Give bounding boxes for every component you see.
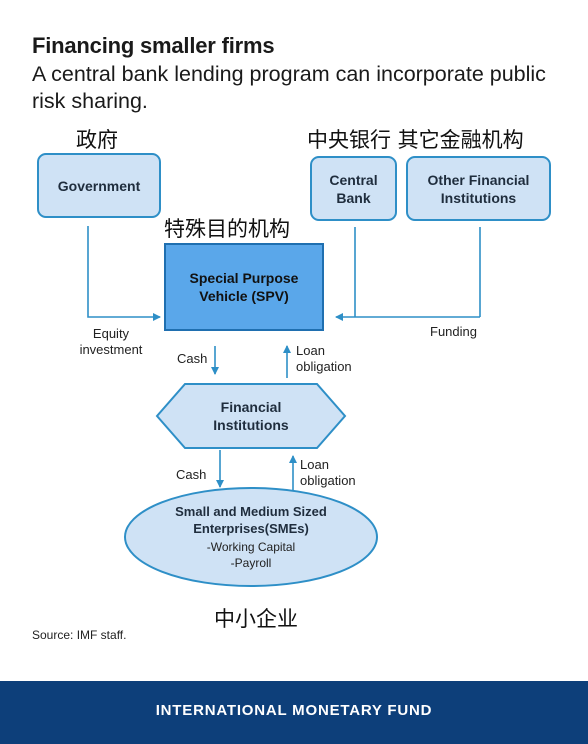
cn-label-spv: 特殊目的机构 <box>164 217 290 241</box>
loan-obligation-label-2: Loan obligation <box>300 457 356 488</box>
government-label: Government <box>57 177 141 194</box>
spv-label: Special Purpose Vehicle (SPV) <box>189 270 299 304</box>
government-node: Government <box>37 153 161 218</box>
other-financial-node: Other Financial Institutions <box>406 156 551 221</box>
footer-bar: INTERNATIONAL MONETARY FUND <box>0 681 588 744</box>
spv-node: Special Purpose Vehicle (SPV) <box>164 243 324 331</box>
cn-label-government: 政府 <box>76 128 118 152</box>
equity-arrow <box>87 226 161 321</box>
cn-label-smes: 中小企业 <box>214 607 298 631</box>
smes-node: Small and Medium Sized Enterprises(SMEs)… <box>140 503 362 571</box>
other-financial-label: Other Financial Institutions <box>427 171 530 206</box>
smes-item-working-capital: -Working Capital <box>206 540 296 554</box>
footer-brand: INTERNATIONAL MONETARY FUND <box>155 701 433 719</box>
smes-ellipse <box>124 487 378 587</box>
source-note: Source: IMF staff. <box>32 628 127 642</box>
central-bank-label: Central Bank <box>329 171 378 206</box>
cash-label-1: Cash <box>177 351 208 366</box>
central-bank-node: Central Bank <box>310 156 397 221</box>
equity-investment-label: Equity investment <box>79 326 143 357</box>
financial-institutions-label: Financial Institutions <box>213 399 289 433</box>
financial-institutions-node: Financial Institutions <box>185 390 317 442</box>
funding-label: Funding <box>430 324 477 339</box>
figure-title: Financing smaller firms <box>32 33 275 58</box>
smes-item-payroll: -Payroll <box>230 556 272 570</box>
cash-label-2: Cash <box>176 467 207 482</box>
figure-subtitle: A central bank lending program can incor… <box>32 62 546 113</box>
smes-title: Small and Medium Sized Enterprises(SMEs) <box>175 504 327 536</box>
loan-obligation-label-1: Loan obligation <box>296 343 352 374</box>
cn-label-banks: 中央银行 其它金融机构 <box>307 128 524 152</box>
financial-institutions-hexagon <box>155 383 347 449</box>
